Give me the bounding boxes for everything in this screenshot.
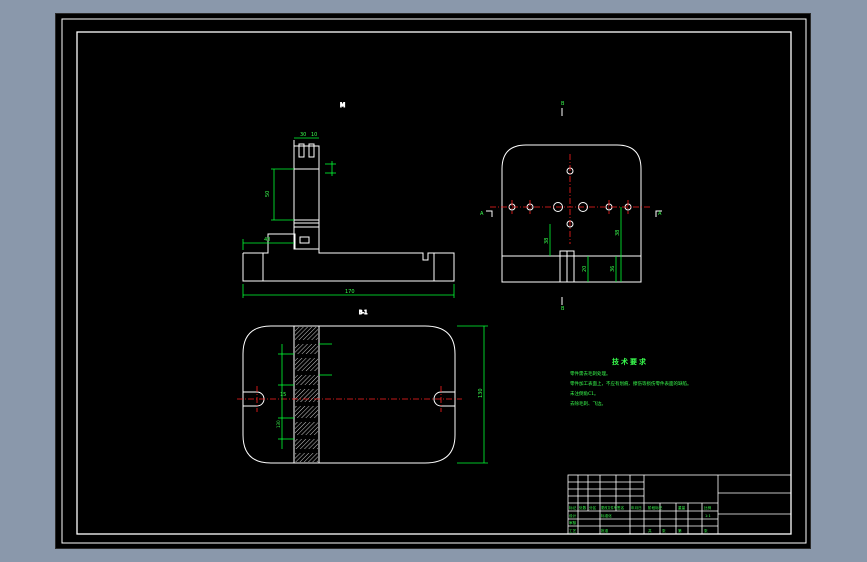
front-base-outline <box>242 233 455 282</box>
tb-count: 处数 <box>579 505 587 510</box>
tb-process: 工艺 <box>569 528 577 533</box>
side-view-section-marks <box>486 108 662 305</box>
section-a-left-mark <box>486 210 493 217</box>
tb-approve: 批准 <box>601 528 609 533</box>
tech-line-3: 未注倒角C1。 <box>570 390 599 397</box>
section-a-right-label: A <box>658 211 662 217</box>
drawing-sheet: M 170 40 50 30 10 <box>55 13 811 549</box>
tb-sign: 签名 <box>617 505 625 510</box>
front-slot-right <box>308 143 315 158</box>
hatch-block-9 <box>295 453 318 462</box>
title-block <box>567 474 792 535</box>
tech-line-1: 零件需去毛刺处理。 <box>570 370 611 377</box>
tb-date: 年月日 <box>631 505 642 510</box>
plan-dim-text-height: 130 <box>478 388 484 398</box>
side-dim-text-c: 36 <box>610 266 616 272</box>
hatch-block-1 <box>295 327 318 340</box>
dim-text-offset: 40 <box>264 237 270 243</box>
side-view-dims <box>549 207 622 282</box>
tb-scale-label: 比例 <box>704 505 712 510</box>
cad-drawing: M 170 40 50 30 10 <box>61 18 807 544</box>
side-label-bottom: B <box>561 306 565 312</box>
hatch-block-4 <box>295 375 318 385</box>
plan-rib <box>293 325 320 464</box>
front-view-text: 170 40 50 30 10 <box>264 132 355 295</box>
dim-text-top-slot: 10 <box>311 132 317 138</box>
tb-sheet-total: 共 <box>648 528 652 533</box>
inner-border <box>76 31 792 535</box>
hatch-block-2 <box>295 344 318 354</box>
tb-sheet-num2: 张 <box>704 528 708 533</box>
tb-stage-label: 阶段标记 <box>648 505 663 510</box>
tb-review: 审核 <box>569 520 577 525</box>
front-slot-left <box>298 143 305 158</box>
outer-border <box>61 18 807 544</box>
dim-text-height: 50 <box>265 191 271 197</box>
plan-view-label: B-1 <box>359 310 367 316</box>
tb-sheet-of: 张 <box>662 528 666 533</box>
plan-dim-text-slot: 15 <box>280 392 286 398</box>
plan-hatching <box>295 327 318 462</box>
hatch-block-5 <box>295 389 318 402</box>
side-view <box>501 144 642 283</box>
tb-std: 标准化 <box>601 513 612 518</box>
tech-requirements: 技术要求 零件需去毛刺处理。 零件加工表面上，不应有划痕、擦伤等损伤零件表面的缺… <box>570 357 692 407</box>
section-a-right-mark <box>655 210 662 217</box>
side-dim-text-d: 20 <box>582 266 588 272</box>
hatch-block-6 <box>295 406 318 418</box>
front-view-label: M <box>340 102 345 109</box>
plan-slot-right <box>433 391 455 407</box>
section-a-left-label: A <box>480 211 484 217</box>
plan-dim-text-rib: 130 <box>276 420 281 428</box>
side-dim-text-b: 38 <box>615 230 621 236</box>
plan-outline <box>242 325 456 464</box>
tb-sheet-num: 第 <box>678 528 682 533</box>
hatch-block-3 <box>295 358 318 371</box>
plan-dims <box>278 325 488 464</box>
tb-scale-value: 1:1 <box>705 514 711 518</box>
plan-centerlines <box>237 386 462 412</box>
side-label-top: B <box>561 101 565 107</box>
tb-docno: 更改文件号 <box>601 505 617 510</box>
hatch-block-7 <box>295 422 318 435</box>
side-view-centerlines <box>490 154 652 244</box>
tb-zone: 分区 <box>589 505 597 510</box>
tech-line-4: 去除毛刺、飞边。 <box>570 400 606 407</box>
hatch-block-8 <box>295 439 318 449</box>
side-view-outline <box>501 144 642 283</box>
title-block-frame <box>567 474 792 535</box>
side-dim-text-a: 38 <box>544 238 550 244</box>
tb-design: 设计 <box>569 513 577 518</box>
front-column-hole <box>299 236 310 244</box>
tb-mark: 标记 <box>569 505 577 510</box>
tech-line-2: 零件加工表面上，不应有划痕、擦伤等损伤零件表面的缺陷。 <box>570 380 692 387</box>
dim-text-top-width: 30 <box>300 132 306 138</box>
title-block-text: 标记 处数 分区 更改文件号 签名 年月日 设计 标准化 审核 工艺 批准 阶段… <box>569 505 712 533</box>
tech-title: 技术要求 <box>612 357 648 366</box>
dim-text-length: 170 <box>345 289 355 295</box>
plan-view: B-1 <box>242 310 456 464</box>
tb-weight-label: 重量 <box>678 505 686 510</box>
front-column <box>293 145 320 250</box>
side-view-text: B B A A 38 38 36 20 <box>480 101 662 312</box>
front-view: M <box>242 102 455 282</box>
plan-text: 130 15 130 <box>276 388 484 428</box>
front-view-dims <box>242 137 455 298</box>
